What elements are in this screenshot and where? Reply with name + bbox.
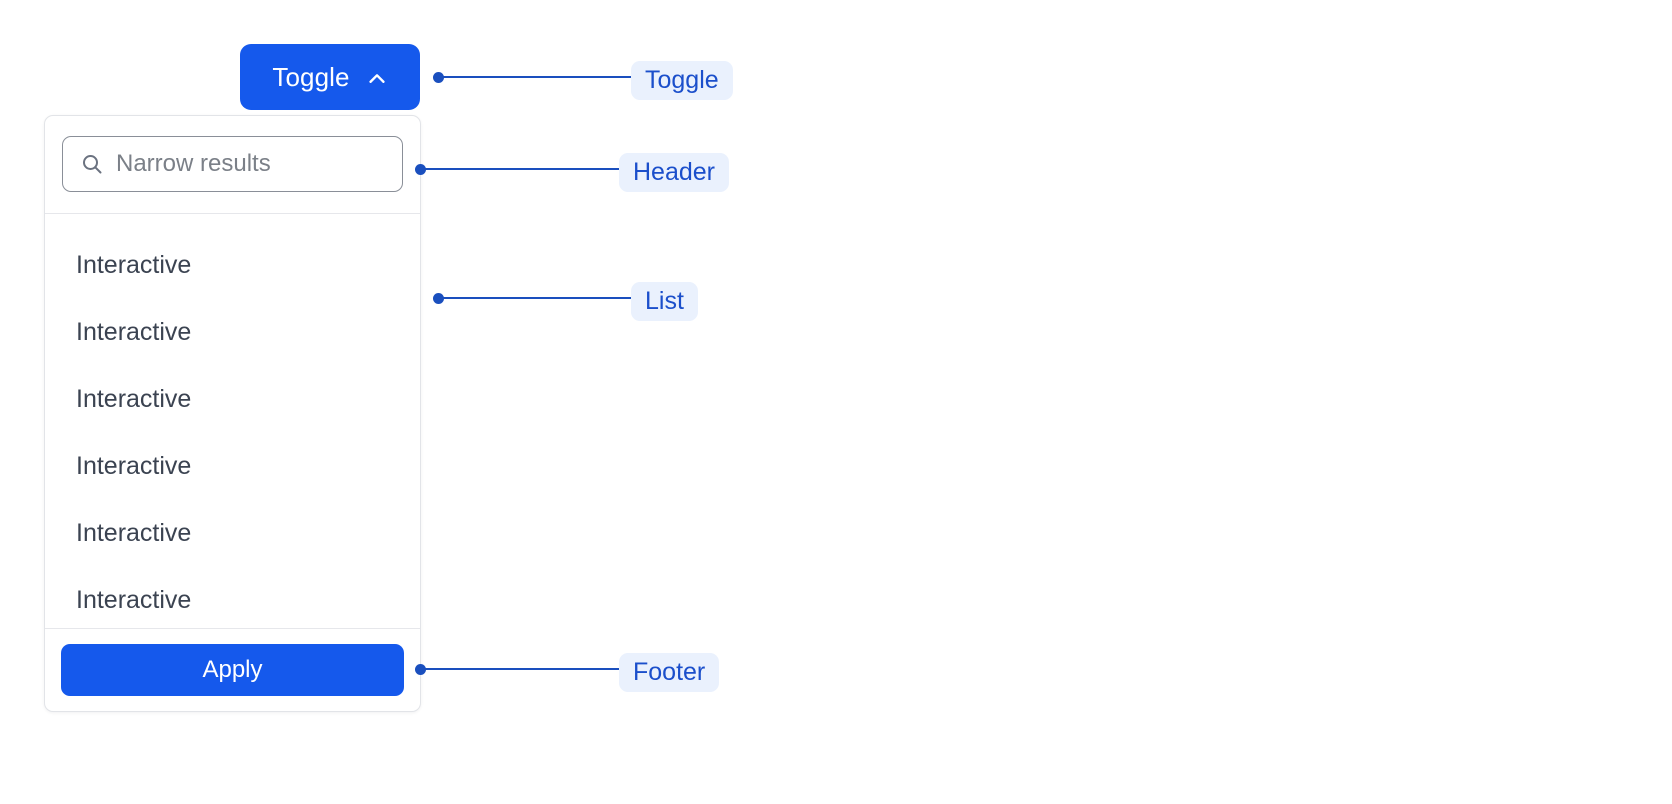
list-item-label: Interactive — [76, 384, 192, 413]
annotation-dot-header — [415, 164, 426, 175]
search-icon — [80, 152, 104, 176]
toggle-button-label: Toggle — [272, 62, 350, 92]
annotation-label-footer: Footer — [619, 653, 720, 692]
list-item-label: Interactive — [76, 250, 192, 279]
list-item[interactable]: Interactive — [45, 299, 420, 366]
dropdown-footer: Apply — [45, 628, 420, 711]
apply-button[interactable]: Apply — [61, 644, 404, 697]
chevron-up-icon — [366, 66, 388, 88]
annotation-dot-footer — [415, 664, 426, 675]
list-item[interactable]: Interactive — [45, 567, 420, 628]
toggle-button[interactable]: Toggle — [240, 44, 420, 110]
list-item[interactable]: Interactive — [45, 232, 420, 299]
search-input[interactable] — [116, 144, 381, 185]
list-item-label: Interactive — [76, 518, 192, 547]
list-item[interactable]: Interactive — [45, 366, 420, 433]
dropdown-list: Interactive Interactive Interactive Inte… — [45, 214, 420, 628]
annotation-label-header: Header — [619, 153, 729, 192]
annotation-line-list — [441, 297, 631, 299]
annotation-dot-toggle — [433, 72, 444, 83]
annotation-label-toggle: Toggle — [631, 61, 733, 100]
list-item[interactable]: Interactive — [45, 433, 420, 500]
dropdown-panel: Interactive Interactive Interactive Inte… — [44, 115, 421, 712]
annotation-line-toggle — [441, 76, 631, 78]
list-item-label: Interactive — [76, 317, 192, 346]
annotation-dot-list — [433, 293, 444, 304]
list-item-label: Interactive — [76, 585, 192, 614]
list-item[interactable]: Interactive — [45, 500, 420, 567]
annotation-line-header — [423, 168, 619, 170]
search-field[interactable] — [62, 136, 403, 193]
dropdown-header — [45, 116, 420, 214]
list-item-label: Interactive — [76, 451, 192, 480]
annotation-line-footer — [423, 668, 619, 670]
annotation-label-list: List — [631, 282, 698, 321]
